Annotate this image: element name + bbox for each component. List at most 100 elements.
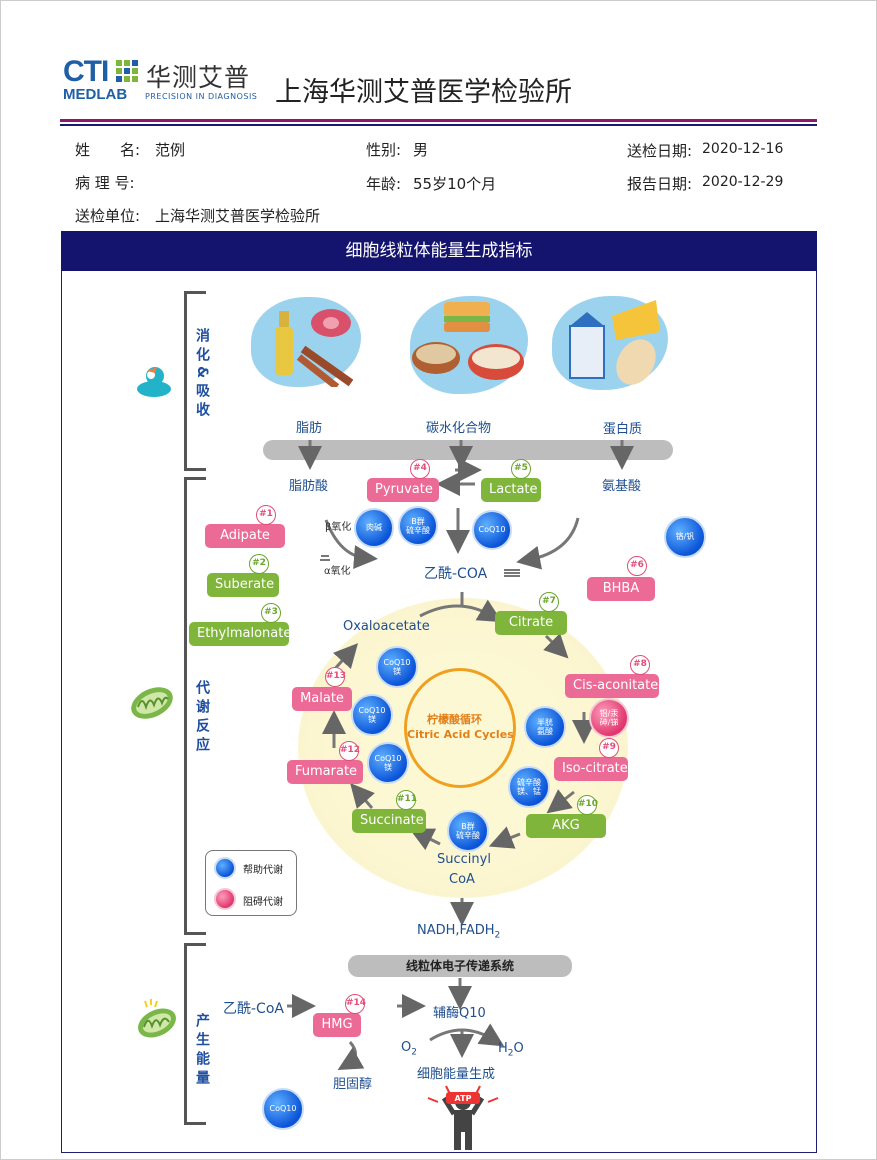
marker-badge-12: #12	[339, 741, 360, 761]
logo-chinese: 华测艾普	[146, 63, 251, 92]
label-carb: 碳水化合物	[426, 421, 492, 436]
label-coa: CoA	[449, 872, 475, 887]
cofactor-carnitine: 肉碱	[354, 508, 394, 548]
legend-block-icon	[214, 888, 236, 910]
label-acetyl-coa-2: 乙酰-CoA	[223, 1001, 284, 1017]
label-protein: 蛋白质	[603, 422, 643, 437]
age-value: 55岁10个月	[413, 175, 497, 193]
marker-badge-2: #2	[249, 554, 269, 574]
marker-badge-4: #4	[410, 459, 430, 479]
section-bracket-digest	[184, 291, 206, 471]
marker-bhba: BHBA	[587, 577, 655, 601]
label-h2o: H2O	[498, 1041, 524, 1059]
cycle-ring	[404, 668, 516, 788]
section-label-produce: 产生能量	[194, 1013, 210, 1089]
inhibitor-heavy-metals: 铝/汞 砷/锑	[589, 698, 629, 738]
legend-help-label: 帮助代谢	[243, 865, 283, 876]
marker-badge-5: #5	[511, 459, 531, 479]
cofactor-coq10-2: CoQ10	[262, 1088, 304, 1130]
send-date-value: 2020-12-16	[702, 141, 784, 157]
marker-lactate: Lactate	[481, 478, 541, 502]
gender-label: 性别:	[366, 141, 402, 159]
mitochondria-energy-icon	[138, 999, 176, 1038]
label-energy: 细胞能量生成	[417, 1067, 496, 1082]
label-fatty-acid: 脂肪酸	[289, 479, 329, 494]
panel-title: 细胞线粒体能量生成指标	[61, 231, 817, 271]
label-beta-oxidation: β氧化	[325, 522, 352, 533]
marker-badge-14: #14	[345, 994, 366, 1014]
fat-food-image	[251, 297, 361, 390]
label-coq10-cn: 辅酶Q10	[433, 1006, 486, 1021]
name-label: 姓 名:	[75, 141, 141, 159]
label-o2: O2	[401, 1040, 417, 1058]
unit-value: 上海华测艾普医学检验所	[155, 207, 321, 225]
mitochondria-icon	[131, 687, 173, 719]
marker-pyruvate: Pyruvate	[367, 478, 439, 502]
cofactor-coq10-mg-2: CoQ10 镁	[351, 694, 393, 736]
legend-help-icon	[214, 857, 236, 879]
section-label-metab: 代谢反应	[194, 680, 210, 756]
send-date-label: 送检日期:	[627, 142, 693, 160]
marker-succinate: Succinate	[352, 809, 426, 833]
marker-badge-7: #7	[539, 592, 559, 612]
section-label-digest: 消化&吸收	[194, 328, 210, 422]
marker-badge-8: #8	[630, 655, 650, 675]
logo-cti: CTI	[63, 55, 109, 88]
cycle-title-en: Citric Acid Cycles	[407, 728, 514, 741]
cycle-title-cn: 柠檬酸循环	[427, 713, 482, 726]
marker-badge-6: #6	[627, 556, 647, 576]
meat-icon	[275, 309, 354, 390]
label-cholesterol: 胆固醇	[333, 1077, 373, 1092]
label-alpha-oxidation: α氧化	[324, 566, 351, 577]
atp-figure-icon: ATP	[441, 1092, 485, 1150]
marker-badge-9: #9	[599, 738, 619, 758]
cofactor-chromium-vanadium: 铬/钒	[664, 516, 706, 558]
marker-fumarate: Fumarate	[287, 760, 363, 784]
logo-grid-icon	[116, 60, 138, 82]
protein-food-image	[552, 296, 668, 390]
label-succinyl: Succinyl	[437, 852, 491, 867]
unit-label: 送检单位:	[75, 207, 141, 225]
cofactor-b-vitamins: B群 硫辛酸	[398, 506, 438, 546]
section-bracket-metab	[184, 477, 206, 935]
etc-bar: 线粒体电子传递系统	[348, 955, 572, 977]
marker-badge-10: #10	[577, 795, 598, 815]
pathology-label: 病 理 号:	[75, 174, 135, 192]
marker-cis-aconitate: Cis-aconitate	[565, 674, 659, 698]
marker-suberate: Suberate	[207, 573, 279, 597]
absorption-bar	[263, 440, 673, 460]
logo-tagline: PRECISION IN DIAGNOSIS	[145, 92, 258, 101]
legend-block-label: 阻碍代谢	[243, 897, 283, 908]
logo-medlab: MEDLAB	[63, 86, 128, 103]
header-rule-purple	[60, 119, 817, 122]
marker-ethylmalonate: Ethylmalonate	[189, 622, 291, 646]
atp-label: ATP	[455, 1094, 472, 1103]
cofactor-coq10-mg-3: CoQ10 镁	[367, 742, 409, 784]
label-nadh: NADH,FADH2	[417, 923, 501, 941]
cofactor-coq10: CoQ10	[472, 510, 512, 550]
marker-badge-11: #11	[396, 790, 417, 810]
marker-badge-3: #3	[261, 603, 281, 623]
marker-akg: AKG	[526, 814, 606, 838]
age-label: 年龄:	[366, 175, 402, 193]
cofactor-lipoic-mg: 硫辛酸 镁、锰	[508, 766, 550, 808]
cofactor-coq10-mg-1: CoQ10 镁	[376, 646, 418, 688]
marker-badge-13: #13	[325, 667, 346, 687]
report-date-value: 2020-12-29	[702, 174, 784, 190]
marker-citrate: Citrate	[495, 611, 567, 635]
cofactor-b-vitamins-2: B群 硫辛酸	[447, 810, 489, 852]
section-bracket-produce	[184, 943, 206, 1125]
header-rule-navy	[60, 124, 817, 126]
marker-malate: Malate	[292, 687, 352, 711]
lab-title: 上海华测艾普医学检验所	[275, 77, 572, 108]
cofactor-cysteine: 半胱 氨酸	[524, 706, 566, 748]
label-oxaloacetate: Oxaloacetate	[343, 619, 430, 634]
milk-cheese-icon	[569, 300, 660, 385]
digestion-icon	[137, 367, 171, 397]
marker-hmg: HMG	[313, 1013, 361, 1037]
label-amino-acid: 氨基酸	[602, 479, 642, 494]
legend-box	[205, 850, 297, 916]
name-value: 范例	[155, 141, 186, 159]
carb-food-image	[410, 296, 528, 394]
marker-adipate: Adipate	[205, 524, 285, 548]
